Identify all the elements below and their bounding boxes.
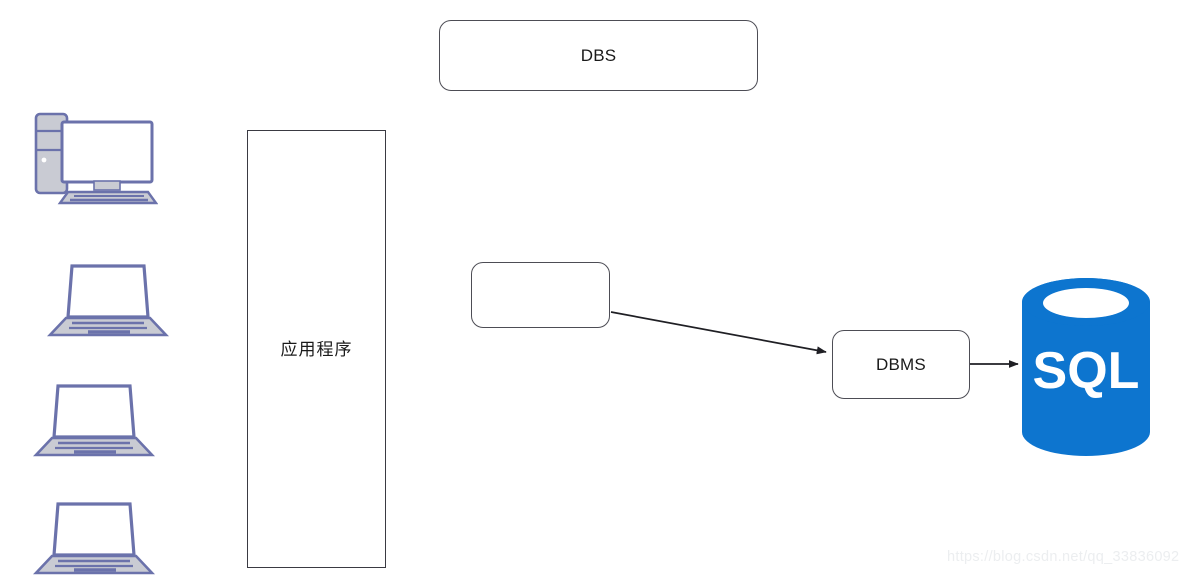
- node-application-program-label: 应用程序: [280, 339, 353, 359]
- client-device-laptop-2: [30, 382, 158, 460]
- node-sql-database-label: SQL: [1033, 342, 1140, 400]
- node-dbms[interactable]: DBMS: [832, 330, 970, 399]
- node-application-program[interactable]: 应用程序: [247, 130, 386, 568]
- laptop-icon: [32, 502, 156, 575]
- node-empty-placeholder[interactable]: [471, 262, 610, 328]
- node-dbms-label: DBMS: [876, 355, 926, 374]
- node-sql-database[interactable]: SQL: [1020, 276, 1152, 458]
- client-device-desktop-computer: [30, 108, 158, 206]
- laptop-icon: [32, 384, 156, 457]
- client-device-laptop-1: [44, 262, 172, 340]
- node-dbs[interactable]: DBS: [439, 20, 758, 91]
- client-device-laptop-3: [30, 500, 158, 578]
- watermark-text: https://blog.csdn.net/qq_33836092: [947, 549, 1180, 565]
- database-cylinder-icon: [1022, 278, 1150, 456]
- laptop-icon: [46, 264, 170, 337]
- node-dbs-label: DBS: [580, 46, 617, 65]
- edge-empty-to-dbms: [610, 311, 827, 355]
- desktop-computer-icon: [34, 112, 158, 205]
